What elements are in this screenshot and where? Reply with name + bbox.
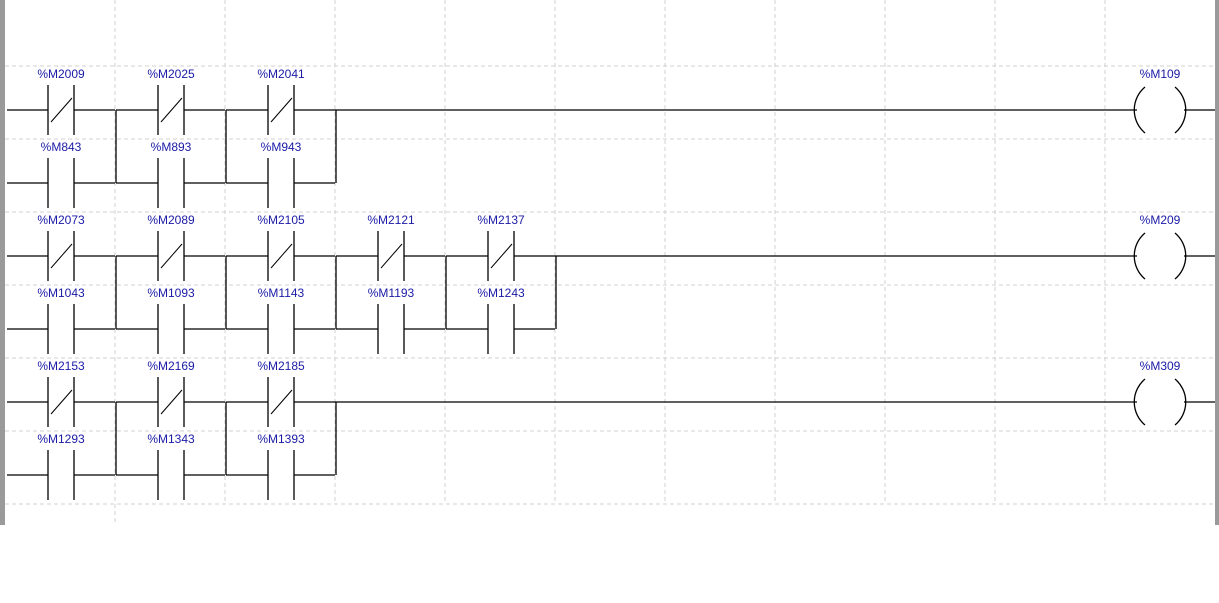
contact-label: %M2025 xyxy=(147,67,195,81)
normally-closed-contact[interactable]: %M2153 xyxy=(7,359,115,427)
normally-open-contact[interactable]: %M1193 xyxy=(336,286,445,354)
coil-label: %M209 xyxy=(1140,213,1181,227)
contact-label: %M2121 xyxy=(367,213,415,227)
contact-label: %M2137 xyxy=(477,213,525,227)
contact-label: %M2105 xyxy=(257,213,305,227)
normally-open-contact[interactable]: %M1393 xyxy=(226,432,335,500)
output-coil[interactable]: %M309 xyxy=(1133,359,1215,426)
normally-open-contact[interactable]: %M1143 xyxy=(226,286,335,354)
normally-open-contact[interactable]: %M1343 xyxy=(116,432,225,500)
normally-closed-contact[interactable]: %M2169 xyxy=(116,359,225,427)
normally-closed-contact[interactable]: %M2073 xyxy=(7,213,115,281)
normally-closed-contact[interactable]: %M2041 xyxy=(226,67,335,135)
normally-open-contact[interactable]: %M1293 xyxy=(7,432,115,500)
contact-label: %M2009 xyxy=(37,67,85,81)
contact-label: %M2041 xyxy=(257,67,305,81)
contact-label: %M2169 xyxy=(147,359,195,373)
contact-label: %M1193 xyxy=(368,286,415,300)
contact-label: %M1393 xyxy=(257,432,305,446)
contact-label: %M2185 xyxy=(257,359,305,373)
normally-open-contact[interactable]: %M943 xyxy=(226,140,335,208)
right-power-rail xyxy=(1215,0,1219,525)
normally-closed-contact[interactable]: %M2009 xyxy=(7,67,115,135)
contact-label: %M2089 xyxy=(147,213,195,227)
contact-label: %M2073 xyxy=(37,213,85,227)
rung-1: %M2009 %M843 %M2025 %M893 %M2041 %M943 %M109 xyxy=(7,67,1215,208)
normally-closed-contact[interactable]: %M2089 xyxy=(116,213,225,281)
normally-closed-contact[interactable]: %M2105 xyxy=(226,213,335,281)
rungs: %M2009%M843%M2025%M893%M2041%M943%M109%M… xyxy=(7,67,1215,500)
normally-open-contact[interactable]: %M893 xyxy=(116,140,225,208)
grid xyxy=(5,0,1215,525)
contact-label: %M1043 xyxy=(37,286,85,300)
normally-open-contact[interactable]: %M1043 xyxy=(7,286,115,354)
contact-label: %M1243 xyxy=(477,286,525,300)
rung-2: %M2073 %M1043 %M2089 %M1093 %M2105 %M1143 %M21… xyxy=(7,213,1215,354)
contact-label: %M943 xyxy=(261,140,302,154)
contact-label: %M1093 xyxy=(147,286,195,300)
coil-label: %M309 xyxy=(1140,359,1181,373)
output-coil[interactable]: %M109 xyxy=(1133,67,1215,134)
rung-3: %M2153 %M1293 %M2169 %M1343 %M2185 %M1393 %M30… xyxy=(7,359,1215,500)
contact-label: %M1343 xyxy=(147,432,195,446)
contact-label: %M2153 xyxy=(37,359,85,373)
coil-label: %M109 xyxy=(1140,67,1181,81)
contact-label: %M1293 xyxy=(37,432,85,446)
output-coil[interactable]: %M209 xyxy=(1133,213,1215,280)
left-power-rail xyxy=(0,0,5,525)
contact-label: %M893 xyxy=(151,140,192,154)
normally-open-contact[interactable]: %M1243 xyxy=(446,286,555,354)
normally-closed-contact[interactable]: %M2185 xyxy=(226,359,335,427)
contact-label: %M1143 xyxy=(258,286,305,300)
normally-closed-contact[interactable]: %M2121 xyxy=(336,213,445,281)
normally-closed-contact[interactable]: %M2025 xyxy=(116,67,225,135)
normally-open-contact[interactable]: %M1093 xyxy=(116,286,225,354)
normally-closed-contact[interactable]: %M2137 xyxy=(446,213,555,281)
normally-open-contact[interactable]: %M843 xyxy=(7,140,115,208)
contact-label: %M843 xyxy=(41,140,82,154)
